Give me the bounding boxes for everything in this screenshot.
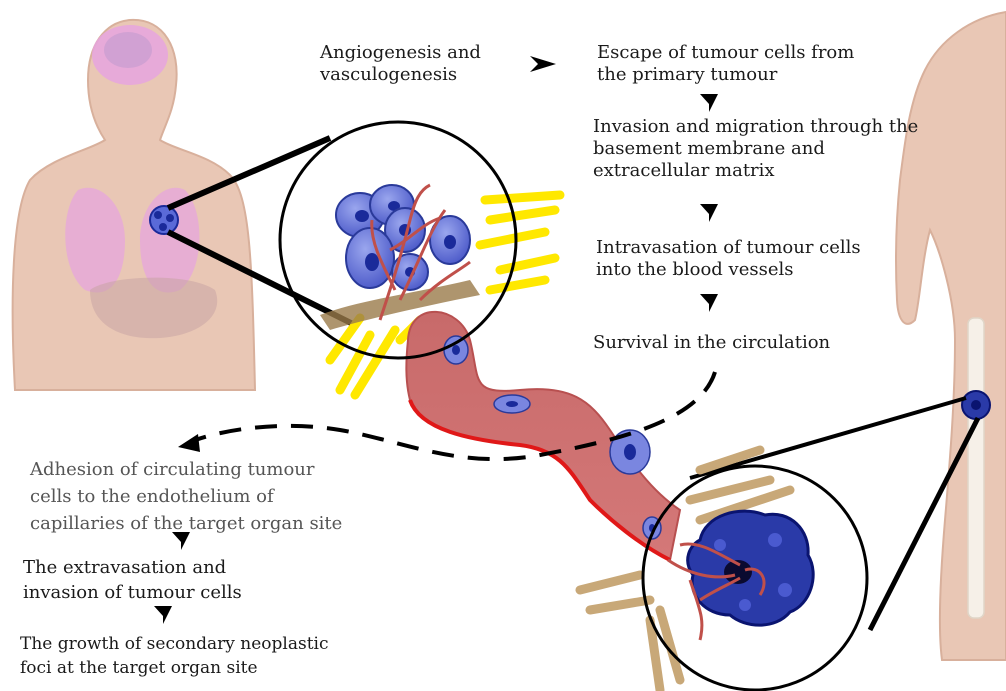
primary-tumour-icon <box>150 206 178 234</box>
step-adhesion-line: cells to the endothelium of <box>30 483 342 510</box>
step-angiogenesis-line: vasculogenesis <box>320 64 481 86</box>
step-invasion-line: Invasion and migration through the <box>593 116 918 138</box>
step-intravasation-line: into the blood vessels <box>596 259 861 281</box>
arrow-down-icon <box>700 204 718 222</box>
circulation-arrow-icon <box>178 434 200 452</box>
arrow-down-icon <box>700 94 718 112</box>
step-survival-line: Survival in the circulation <box>593 332 830 354</box>
step-growth-line: The growth of secondary neoplastic <box>20 632 329 656</box>
step-growth: The growth of secondary neoplastic foci … <box>20 632 329 680</box>
step-escape: Escape of tumour cells from the primary … <box>597 42 854 86</box>
primary-tumour-zoom-circle <box>280 122 516 358</box>
step-adhesion: Adhesion of circulating tumour cells to … <box>30 456 342 537</box>
step-adhesion-line: Adhesion of circulating tumour <box>30 456 342 483</box>
secondary-tumour-icon <box>962 391 990 419</box>
circulating-tumour-cell-icon <box>494 395 530 413</box>
left-human-figure <box>13 20 255 390</box>
step-extravasation-line: invasion of tumour cells <box>23 580 242 605</box>
step-escape-line: Escape of tumour cells from <box>597 42 854 64</box>
right-human-figure <box>896 12 1006 660</box>
step-angiogenesis: Angiogenesis and vasculogenesis <box>320 42 481 86</box>
step-growth-line: foci at the target organ site <box>20 656 329 680</box>
arrow-down-icon <box>700 294 718 312</box>
step-extravasation-line: The extravasation and <box>23 555 242 580</box>
step-invasion: Invasion and migration through the basem… <box>593 116 918 182</box>
zoom-line-right-top <box>690 398 966 478</box>
step-intravasation: Intravasation of tumour cells into the b… <box>596 237 861 281</box>
step-escape-line: the primary tumour <box>597 64 854 86</box>
step-invasion-line: extracellular matrix <box>593 160 918 182</box>
step-adhesion-line: capillaries of the target organ site <box>30 510 342 537</box>
step-angiogenesis-line: Angiogenesis and <box>320 42 481 64</box>
step-invasion-line: basement membrane and <box>593 138 918 160</box>
arrow-down-icon <box>154 606 172 624</box>
step-intravasation-line: Intravasation of tumour cells <box>596 237 861 259</box>
circulating-tumour-cell-icon <box>444 336 468 364</box>
step-extravasation: The extravasation and invasion of tumour… <box>23 555 242 605</box>
arrow-right-icon <box>530 56 556 72</box>
step-survival: Survival in the circulation <box>593 332 830 354</box>
bone-shape <box>968 318 984 618</box>
